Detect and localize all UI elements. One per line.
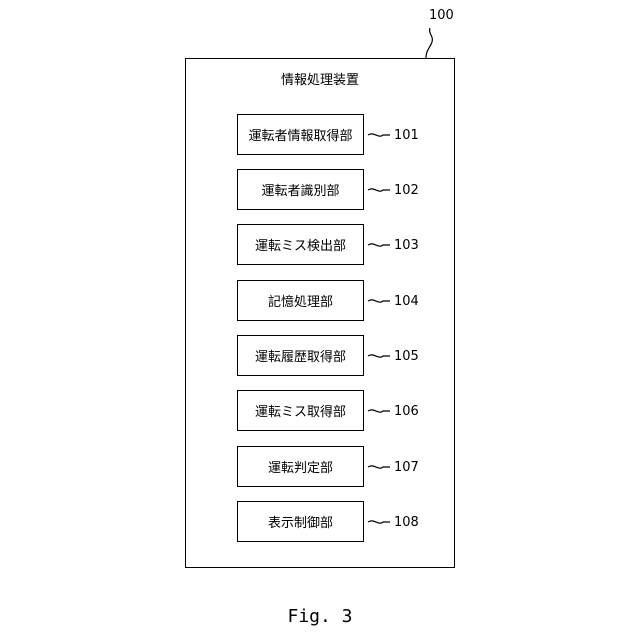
unit-label: 運転ミス検出部 (255, 235, 346, 254)
unit-label: 運転者情報取得部 (248, 125, 352, 144)
unit-ref-label: 103 (394, 238, 419, 254)
unit-box-driving-error-acquisition: 運転ミス取得部 (237, 390, 364, 431)
unit-box-driver-identification: 運転者識別部 (237, 169, 364, 210)
device-ref-label: 100 (429, 8, 454, 24)
unit-ref-label: 104 (394, 294, 419, 310)
unit-box-display-control: 表示制御部 (237, 501, 364, 542)
unit-ref-label: 102 (394, 183, 419, 199)
unit-box-driving-judgment: 運転判定部 (237, 446, 364, 487)
unit-box-driver-info-acquisition: 運転者情報取得部 (237, 114, 364, 155)
unit-box-driving-error-detection: 運転ミス検出部 (237, 224, 364, 265)
device-title: 情報処理装置 (185, 72, 455, 90)
unit-label: 記憶処理部 (268, 291, 333, 310)
unit-ref-label: 105 (394, 349, 419, 365)
unit-label: 表示制御部 (268, 512, 333, 531)
unit-label: 運転判定部 (268, 457, 333, 476)
unit-label: 運転履歴取得部 (255, 346, 346, 365)
unit-ref-label: 107 (394, 460, 419, 476)
device-leader-line (426, 28, 432, 58)
unit-label: 運転ミス取得部 (255, 401, 346, 420)
unit-box-storage-processing: 記憶処理部 (237, 280, 364, 321)
unit-ref-label: 108 (394, 515, 419, 531)
unit-box-driving-history-acquisition: 運転履歴取得部 (237, 335, 364, 376)
unit-ref-label: 106 (394, 404, 419, 420)
figure-label: Fig. 3 (0, 606, 640, 628)
unit-ref-label: 101 (394, 128, 419, 144)
unit-label: 運転者識別部 (261, 180, 339, 199)
